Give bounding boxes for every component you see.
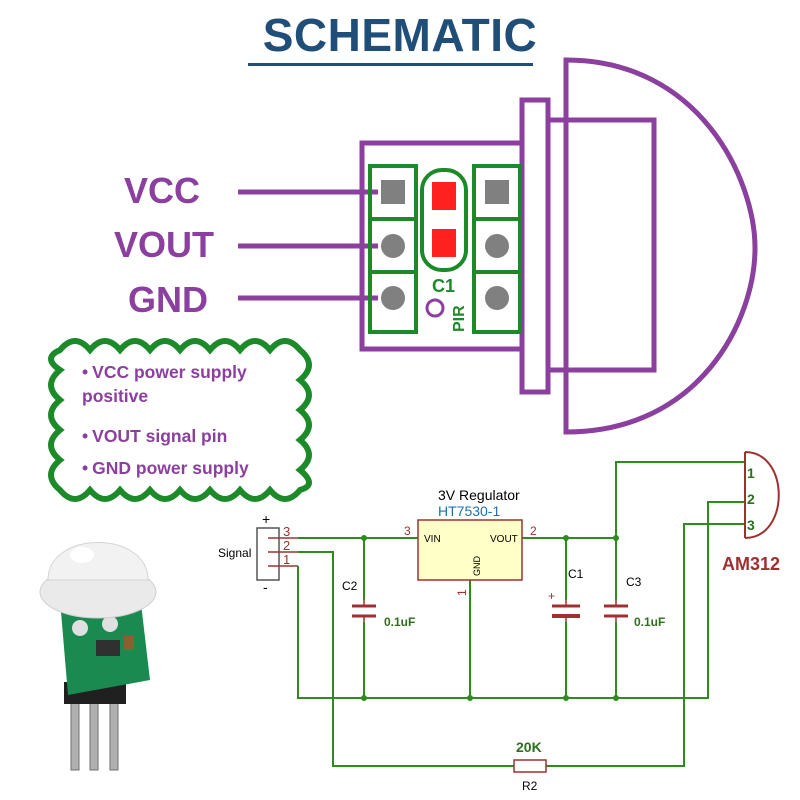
note-item-gnd: •GND power supply bbox=[82, 456, 302, 480]
pir-dome-base bbox=[519, 97, 551, 395]
c1-polarity: + bbox=[548, 589, 555, 603]
reg-gnd: GND bbox=[472, 556, 482, 577]
note-text: GND power supply bbox=[92, 458, 249, 478]
note-text: VCC power supply positive bbox=[82, 362, 247, 406]
c1-label: C1 bbox=[568, 567, 584, 581]
junction-c3-top bbox=[613, 535, 619, 541]
bullet: • bbox=[82, 362, 89, 382]
junction-c2-top bbox=[361, 535, 367, 541]
signal-label: Signal bbox=[218, 546, 251, 560]
module-hole-2 bbox=[102, 616, 118, 632]
r2-label: R2 bbox=[522, 779, 538, 793]
r2-body bbox=[513, 759, 547, 773]
gnd-round-pad bbox=[381, 286, 405, 310]
sensor-pin1: 1 bbox=[747, 465, 755, 481]
conn-pin3-num: 3 bbox=[283, 524, 290, 539]
pin-label-vout: VOUT bbox=[114, 224, 215, 265]
vout-round-pad bbox=[381, 234, 405, 258]
note-item-vcc: •VCC power supply positive bbox=[82, 360, 302, 408]
c1-pad-top bbox=[432, 182, 456, 210]
bullet: • bbox=[82, 458, 89, 478]
reg-pin-out: 2 bbox=[530, 524, 537, 538]
wire-r2-right bbox=[546, 523, 745, 767]
right-pad-column bbox=[472, 164, 522, 334]
wire-signal bbox=[298, 551, 514, 767]
junction-c1-top bbox=[563, 535, 569, 541]
junction-c2-bot bbox=[361, 695, 367, 701]
conn-pin2-num: 2 bbox=[283, 538, 290, 553]
page-title: SCHEMATIC bbox=[262, 9, 538, 61]
c3-label: C3 bbox=[626, 575, 642, 589]
junction-c1-bot bbox=[563, 695, 569, 701]
note-item-vout: •VOUT signal pin bbox=[82, 424, 302, 448]
module-chip bbox=[96, 640, 120, 656]
conn-minus: - bbox=[263, 579, 268, 595]
title-underline bbox=[248, 63, 533, 66]
c2-value: 0.1uF bbox=[384, 615, 415, 629]
sensor-pin2: 2 bbox=[747, 491, 755, 507]
c3-value: 0.1uF bbox=[634, 615, 665, 629]
vcc-square-pad bbox=[381, 180, 405, 204]
module-illustration bbox=[39, 542, 157, 771]
pir-board-label: PIR bbox=[451, 305, 468, 332]
pir-marker-circle bbox=[425, 298, 445, 318]
junction-reg-bot bbox=[467, 695, 473, 701]
bullet: • bbox=[82, 426, 89, 446]
right-square-pad bbox=[485, 180, 509, 204]
right-round-pad-2 bbox=[485, 286, 509, 310]
regulator-title: 3V Regulator bbox=[438, 487, 520, 503]
left-pad-column bbox=[368, 164, 418, 334]
r2-value: 20K bbox=[516, 739, 542, 755]
connector-body bbox=[256, 527, 280, 581]
sensor-name: AM312 bbox=[722, 554, 780, 574]
sensor-pin3: 3 bbox=[747, 517, 755, 533]
reg-vin: VIN bbox=[424, 534, 441, 545]
wire-network bbox=[297, 461, 746, 767]
conn-plus: + bbox=[262, 511, 270, 527]
c1-plate-bot bbox=[552, 614, 580, 618]
pin-label-vcc: VCC bbox=[124, 170, 201, 211]
junction-c3-bot bbox=[613, 695, 619, 701]
module-lens-dome bbox=[47, 542, 149, 581]
sensor-body bbox=[744, 451, 780, 539]
module-hole-1 bbox=[72, 620, 88, 636]
note-box-border bbox=[48, 338, 312, 502]
wire-gnd-left bbox=[297, 501, 745, 699]
pir-dome-outline bbox=[563, 57, 758, 435]
note-text: VOUT signal pin bbox=[92, 426, 228, 446]
conn-pin1-num: 1 bbox=[283, 552, 290, 567]
reg-pin-gnd: 1 bbox=[455, 589, 469, 596]
pin-label-gnd: GND bbox=[128, 279, 208, 320]
c2-label: C2 bbox=[342, 579, 358, 593]
module-lens-highlight bbox=[70, 547, 94, 563]
pir-dome-window bbox=[545, 117, 657, 373]
reg-vout: VOUT bbox=[490, 534, 518, 545]
wire-vcc-sensor bbox=[615, 461, 746, 538]
c1-outline bbox=[420, 168, 468, 272]
module-cap bbox=[124, 636, 134, 650]
right-round-pad-1 bbox=[485, 234, 509, 258]
c1-board-label: C1 bbox=[432, 276, 455, 296]
reg-pin-in: 3 bbox=[404, 524, 411, 538]
regulator-part: HT7530-1 bbox=[438, 503, 500, 519]
c1-pad-bottom bbox=[432, 229, 456, 257]
regulator-body bbox=[417, 519, 523, 581]
